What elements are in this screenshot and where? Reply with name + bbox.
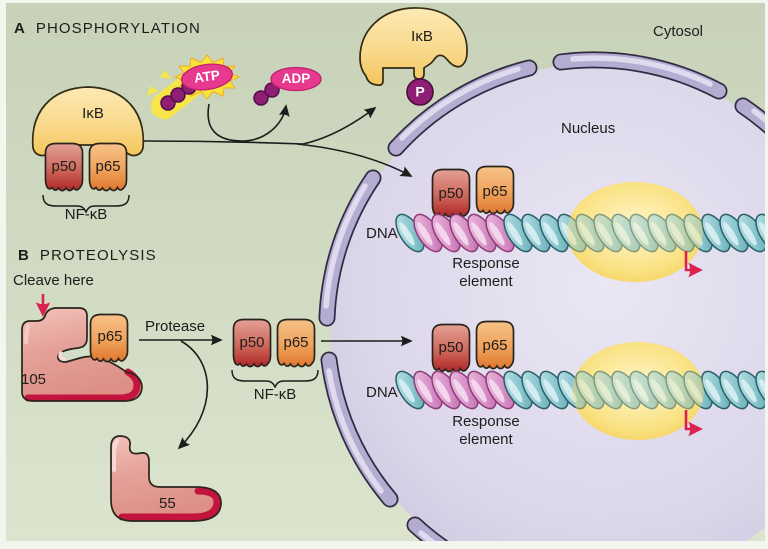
- panel-b-title: PROTEOLYSIS: [39, 247, 157, 264]
- arrow-to-nucleus-upper: [296, 143, 413, 177]
- released-ikb-label: IκB: [411, 28, 433, 46]
- panel-b-heading: B PROTEOLYSIS: [18, 247, 157, 265]
- nfkb-label: NF-κB: [64, 206, 108, 224]
- nucleus-label: Nucleus: [561, 120, 616, 137]
- response-element-label-lower: Response element: [452, 413, 520, 448]
- panel-b-letter: B: [18, 247, 29, 264]
- panel-a-title: PHOSPHORYLATION: [35, 20, 201, 37]
- p65-label: p65: [97, 328, 123, 346]
- arrow-to-phospho-ikb: [302, 106, 377, 145]
- p55-label: 55: [159, 495, 176, 512]
- p50-label: p50: [239, 334, 265, 352]
- nucleus: [331, 64, 765, 541]
- transcription-start-arrow-upper: [684, 251, 703, 278]
- panel-a-heading: A PHOSPHORYLATION: [14, 20, 201, 38]
- atp-adp-arrow: [207, 103, 290, 142]
- panel-a-letter: A: [14, 20, 25, 37]
- nfkb-released: [231, 318, 319, 389]
- atp-molecule: [147, 54, 241, 121]
- arrow-to-55-fragment: [177, 340, 209, 450]
- protease-label: Protease: [145, 318, 206, 335]
- nfkb-brace: [42, 194, 130, 214]
- transcription-glow-lower-overlay: [572, 342, 704, 440]
- p55-fragment: [110, 435, 222, 522]
- cytosol-label: Cytosol: [653, 23, 704, 40]
- panel-a-graphics: [31, 7, 468, 214]
- nfkb-label: NF-κB: [253, 386, 297, 404]
- response-element-label-upper: Response element: [452, 255, 520, 290]
- p50-label: p50: [438, 339, 464, 357]
- p50-label: p50: [438, 185, 464, 203]
- panel-b-graphics: [21, 294, 413, 522]
- p105-label: 105: [21, 371, 47, 388]
- reaction-line: [143, 140, 304, 145]
- dna-label-lower: DNA: [366, 384, 398, 401]
- p65-label: p65: [482, 183, 508, 201]
- p65-label: p65: [95, 158, 121, 176]
- adp-molecule: [253, 66, 322, 106]
- p65-label: p65: [482, 337, 508, 355]
- ikb-label: IκB: [82, 105, 104, 123]
- transcription-start-arrow-lower: [684, 410, 703, 437]
- cleave-here-label: Cleave here: [13, 272, 94, 289]
- transcription-glow-upper-overlay: [567, 182, 703, 282]
- nuclear-envelope: [318, 51, 765, 541]
- phosphate-group: [406, 78, 434, 106]
- p50-label: p50: [51, 158, 77, 176]
- phosphorylated-ikb: [359, 7, 468, 106]
- phosphate-label: P: [415, 83, 425, 100]
- dna-label-upper: DNA: [366, 225, 398, 242]
- adp-label: ADP: [281, 71, 311, 87]
- nfkb-brace: [231, 369, 319, 389]
- p65-label: p65: [283, 334, 309, 352]
